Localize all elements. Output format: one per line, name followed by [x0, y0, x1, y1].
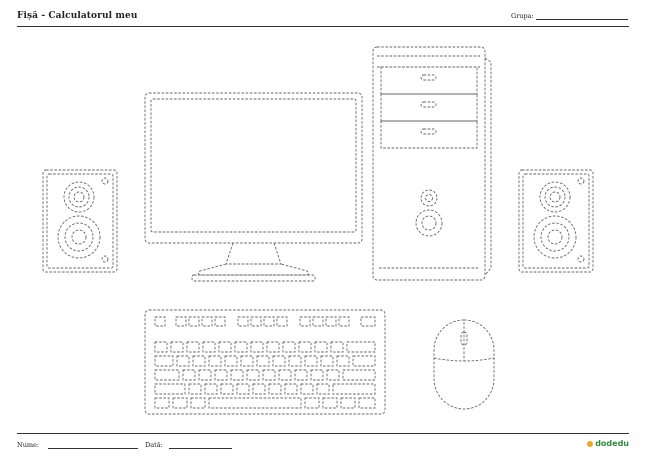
- keyboard: [144, 309, 386, 415]
- right-speaker: [518, 169, 594, 273]
- group-input-line[interactable]: [535, 19, 628, 20]
- date-field: Dată:: [145, 441, 232, 449]
- group-label: Grupa:: [511, 12, 534, 20]
- name-label: Nume:: [17, 441, 40, 449]
- computer-tower: [372, 46, 492, 281]
- mouse: [433, 319, 495, 410]
- left-speaker: [42, 169, 118, 273]
- brand-logo: dodedu: [587, 439, 629, 448]
- date-input-line[interactable]: [168, 448, 232, 449]
- worksheet-footer: Nume: Dată: dodedu: [17, 433, 629, 454]
- brand-name: dodedu: [595, 439, 629, 448]
- worksheet-header: Fișă - Calculatorul meu Grupa:: [17, 10, 629, 27]
- monitor: [144, 92, 363, 282]
- brand-dot-icon: [587, 440, 594, 447]
- date-label: Dată:: [145, 441, 163, 449]
- group-field: Grupa:: [511, 12, 628, 20]
- name-input-line[interactable]: [48, 448, 139, 449]
- worksheet-title: Fișă - Calculatorul meu: [17, 11, 138, 21]
- name-field: Nume:: [17, 441, 139, 449]
